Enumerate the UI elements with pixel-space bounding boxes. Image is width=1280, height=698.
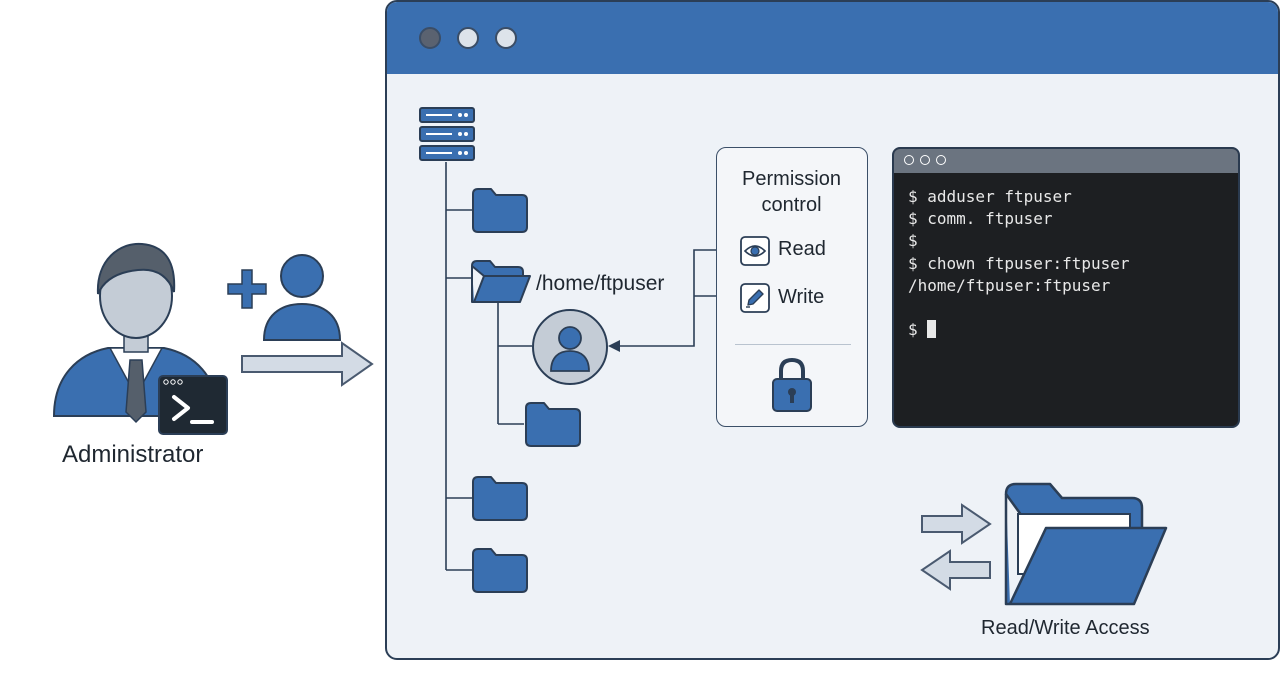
folder-icon [472, 188, 528, 233]
terminal-window[interactable]: $ adduser ftpuser $ comm. ftpuser $ $ ch… [892, 147, 1240, 428]
transfer-out-arrow-icon [920, 549, 991, 591]
eye-icon [740, 236, 770, 266]
flow-arrow-icon [241, 341, 374, 387]
terminal-title-bar [894, 149, 1238, 173]
window-close-button[interactable] [419, 27, 441, 49]
permission-panel: Permission control Read Write [716, 147, 868, 427]
home-path-label: /home/ftpuser [536, 272, 665, 295]
terminal-line: /home/ftpuser:ftpuser [908, 276, 1111, 295]
permission-divider [735, 344, 851, 345]
terminal-icon [158, 375, 228, 435]
server-icon [419, 107, 475, 161]
terminal-line: $ comm. ftpuser [908, 209, 1053, 228]
window-maximize-button[interactable] [495, 27, 517, 49]
administrator-icon [52, 242, 220, 424]
terminal-close-button[interactable] [904, 155, 914, 165]
terminal-maximize-button[interactable] [936, 155, 946, 165]
read-write-access-label: Read/Write Access [981, 617, 1150, 639]
administrator-label: Administrator [62, 441, 204, 468]
transfer-in-arrow-icon [921, 503, 992, 545]
read-permission-label[interactable]: Read [778, 238, 826, 260]
open-folder-icon [471, 260, 531, 303]
terminal-line: $ chown ftpuser:ftpuser [908, 254, 1130, 273]
folder-icon [472, 548, 528, 593]
permission-title-line2: control [761, 194, 822, 216]
folder-icon [472, 476, 528, 521]
permission-title-line1: Permission [742, 168, 841, 190]
lock-icon [772, 357, 812, 412]
terminal-minimize-button[interactable] [920, 155, 930, 165]
pencil-icon [740, 283, 770, 313]
terminal-cursor [927, 320, 936, 338]
open-folder-icon [1004, 482, 1168, 606]
window-minimize-button[interactable] [457, 27, 479, 49]
folder-icon [525, 402, 581, 447]
terminal-line: $ [908, 231, 918, 250]
terminal-line: $ adduser ftpuser [908, 187, 1072, 206]
write-permission-label[interactable]: Write [778, 286, 825, 308]
add-user-icon [227, 254, 342, 341]
terminal-prompt: $ [908, 320, 918, 339]
window-title-bar [387, 2, 1278, 74]
user-avatar-icon [532, 309, 608, 385]
